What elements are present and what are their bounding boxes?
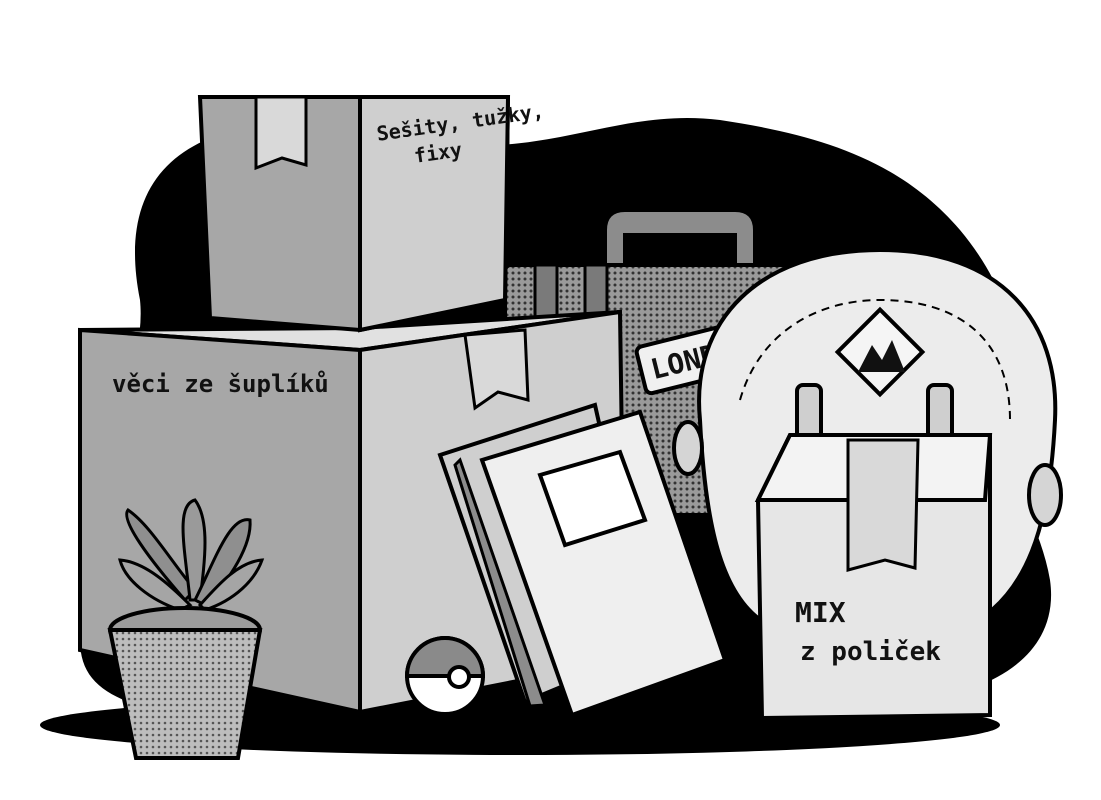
- big-box-label: věci ze šuplíků: [112, 369, 329, 398]
- pokeball-icon: [404, 636, 486, 716]
- book-icon: [437, 402, 728, 718]
- cardboard-box-small-front: MIX z poliček: [754, 433, 993, 721]
- small-box-label-line1: MIX: [795, 596, 846, 629]
- mountain-icon: [858, 340, 905, 372]
- plant-icon: [107, 498, 265, 760]
- small-box-label-line2: z poliček: [800, 637, 941, 667]
- cardboard-box-small-top: Sešity, tužky, fixy: [197, 95, 545, 333]
